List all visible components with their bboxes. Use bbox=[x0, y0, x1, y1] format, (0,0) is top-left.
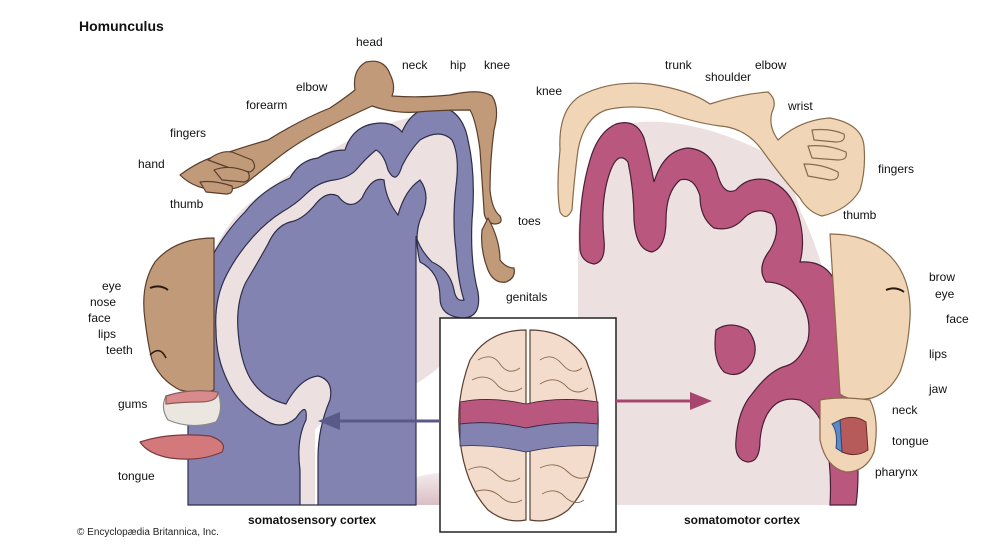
somatosensory-hemisphere bbox=[187, 105, 480, 506]
label-sensory-toes: toes bbox=[518, 214, 541, 228]
label-sensory-neck: neck bbox=[402, 58, 428, 72]
caption-somatomotor: somatomotor cortex bbox=[684, 513, 801, 527]
label-motor-lips: lips bbox=[929, 347, 948, 361]
caption-somatosensory: somatosensory cortex bbox=[248, 513, 377, 527]
label-sensory-gums: gums bbox=[118, 397, 148, 411]
label-sensory-thumb: thumb bbox=[170, 197, 204, 211]
label-sensory-elbow: elbow bbox=[296, 80, 328, 94]
label-sensory-head: head bbox=[356, 35, 383, 49]
label-motor-brow: brow bbox=[929, 270, 956, 284]
label-sensory-fingers: fingers bbox=[170, 126, 207, 140]
label-motor-wrist: wrist bbox=[788, 99, 813, 113]
label-motor-thumb: thumb bbox=[843, 208, 877, 222]
sensory-homunculus bbox=[139, 60, 515, 460]
label-motor-trunk: trunk bbox=[665, 58, 692, 72]
copyright-credit: © Encyclopædia Britannica, Inc. bbox=[77, 527, 219, 538]
page-title: Homunculus bbox=[79, 18, 164, 34]
label-sensory-tongue: tongue bbox=[118, 469, 155, 483]
label-sensory-nose: nose bbox=[90, 295, 117, 309]
label-sensory-teeth: teeth bbox=[106, 343, 133, 357]
label-motor-face: face bbox=[946, 312, 969, 326]
label-sensory-face: face bbox=[88, 311, 111, 325]
label-motor-elbow: elbow bbox=[755, 58, 787, 72]
label-sensory-forearm: forearm bbox=[246, 98, 288, 112]
label-sensory-genitals: genitals bbox=[506, 290, 548, 304]
arrow-to-motor bbox=[616, 392, 712, 410]
label-motor-eye: eye bbox=[935, 287, 955, 301]
label-sensory-lips: lips bbox=[98, 327, 117, 341]
label-motor-pharynx: pharynx bbox=[875, 465, 918, 479]
label-sensory-knee: knee bbox=[484, 58, 511, 72]
brain-inset bbox=[439, 317, 617, 533]
label-sensory-hand: hand bbox=[138, 157, 165, 171]
motor-cortex-band bbox=[579, 122, 859, 506]
label-motor-knee: knee bbox=[536, 84, 563, 98]
label-motor-shoulder: shoulder bbox=[705, 70, 752, 84]
label-motor-jaw: jaw bbox=[929, 382, 948, 396]
label-motor-neck: neck bbox=[892, 403, 918, 417]
somatomotor-hemisphere bbox=[578, 121, 859, 506]
label-sensory-hip: hip bbox=[450, 58, 467, 72]
label-sensory-eye: eye bbox=[102, 279, 122, 293]
label-motor-tongue: tongue bbox=[892, 434, 929, 448]
arrow-to-sensory bbox=[318, 412, 440, 430]
sensory-cortex-band bbox=[187, 105, 480, 506]
label-motor-fingers: fingers bbox=[878, 162, 915, 176]
brain-sensory-strip bbox=[459, 422, 599, 453]
